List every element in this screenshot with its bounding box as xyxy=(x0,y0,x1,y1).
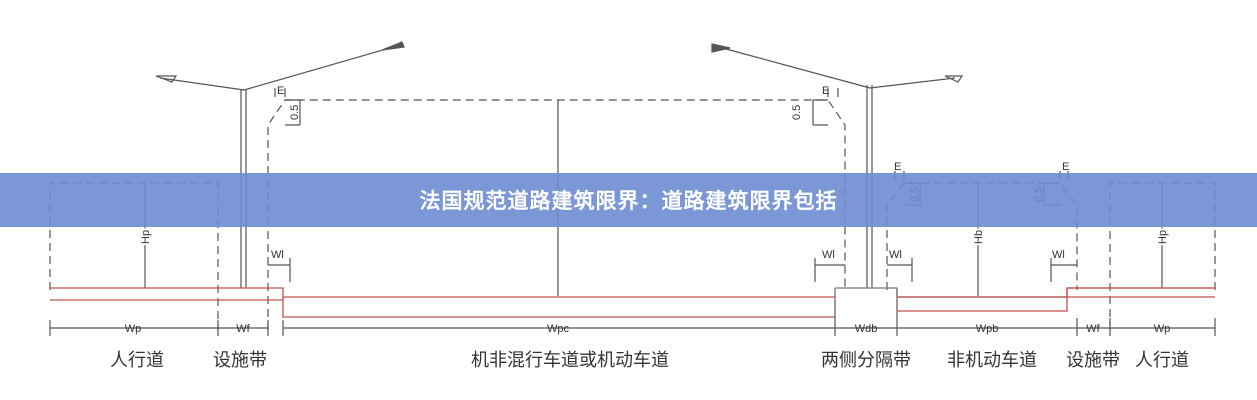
dim-half-2: 0.5 xyxy=(791,105,803,120)
label-facility-right: 设施带 xyxy=(1066,350,1120,371)
label-sidewalk-left: 人行道 xyxy=(110,350,164,371)
dimension-line xyxy=(49,300,1216,336)
vehicle-lane-clearance xyxy=(267,99,846,330)
dim-hp-right: Hp xyxy=(1157,230,1169,244)
dim-hb: Hb xyxy=(973,230,985,244)
dim-wpb: Wpb xyxy=(976,323,999,335)
label-sidewalk-right: 人行道 xyxy=(1135,350,1189,371)
dim-wl-1: Wl xyxy=(271,249,284,261)
title-banner: 法国规范道路建筑限界：道路建筑限界包括 xyxy=(0,173,1257,227)
dim-half-1: 0.5 xyxy=(289,105,301,120)
dim-e-3: E xyxy=(894,161,901,173)
dim-e-2: E xyxy=(822,85,829,97)
label-mixed-lane: 机非混行车道或机动车道 xyxy=(471,350,669,371)
label-bike-lane: 非机动车道 xyxy=(947,350,1037,371)
dim-wl-2: Wl xyxy=(822,249,835,261)
dim-hp-left: Hp xyxy=(140,230,152,244)
dim-e-4: E xyxy=(1062,161,1069,173)
dim-wp-right: Wp xyxy=(1154,323,1171,335)
right-street-lamp xyxy=(711,43,964,288)
dim-wpc: Wpc xyxy=(547,323,570,335)
dim-wl-3: Wl xyxy=(889,249,902,261)
dim-wp-left: Wp xyxy=(125,323,142,335)
label-divider: 两侧分隔带 xyxy=(821,350,911,371)
curb-lines xyxy=(50,287,1215,325)
dim-wf-right: Wf xyxy=(1086,323,1100,335)
left-sidewalk-clearance xyxy=(49,182,219,330)
page-title: 法国规范道路建筑限界：道路建筑限界包括 xyxy=(419,189,838,213)
dim-e-1: E xyxy=(277,85,284,97)
label-facility-left: 设施带 xyxy=(213,350,267,371)
dim-wdb: Wdb xyxy=(855,323,878,335)
dim-wl-4: Wl xyxy=(1052,249,1065,261)
left-street-lamp xyxy=(155,41,405,288)
dim-wf-left: Wf xyxy=(236,323,250,335)
